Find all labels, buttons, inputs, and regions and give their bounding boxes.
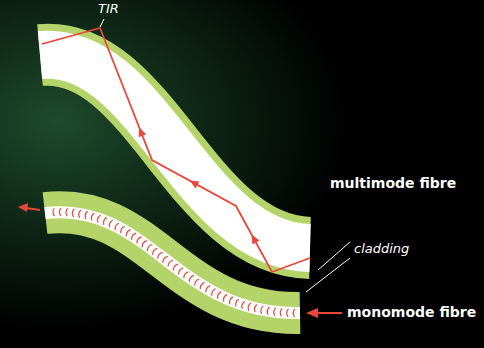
wave-mark — [247, 303, 251, 311]
wave-mark — [188, 275, 194, 282]
wave-mark — [84, 211, 87, 219]
wave-mark — [235, 299, 239, 307]
wave-mark — [130, 232, 136, 240]
wave-mark — [53, 208, 55, 216]
wave-mark — [102, 217, 106, 225]
cladding-leader — [306, 258, 350, 292]
wave-mark — [90, 213, 94, 221]
wave-mark — [228, 296, 232, 304]
wave-mark — [136, 236, 142, 243]
wave-mark — [72, 209, 74, 217]
part-label: cladding — [354, 242, 409, 256]
ray-arrowhead — [135, 126, 146, 137]
wave-mark — [254, 304, 257, 312]
output-arrow — [26, 208, 40, 210]
wave-mark — [199, 282, 204, 290]
light-wave — [53, 208, 295, 317]
wave-mark — [260, 306, 263, 314]
wave-mark — [162, 255, 168, 262]
wave-mark — [177, 267, 183, 274]
wave-mark — [167, 259, 173, 266]
fibre-type-label: monomode fibre — [347, 305, 476, 320]
wave-mark — [59, 208, 61, 216]
wave-mark — [66, 208, 68, 216]
output-arrowhead — [18, 203, 28, 212]
wave-mark — [205, 285, 210, 293]
fibre-type-label: multimode fibre — [330, 176, 456, 191]
wave-mark — [157, 251, 163, 258]
wave-mark — [293, 309, 295, 317]
wave-mark — [280, 308, 282, 316]
cladding-leader — [318, 242, 350, 270]
monomode-core — [45, 212, 300, 313]
wave-mark — [267, 307, 270, 315]
ray-arrowhead — [188, 177, 200, 188]
input-arrow — [318, 312, 342, 314]
tir-label: TIR — [98, 2, 119, 16]
ray-arrowhead — [248, 233, 259, 245]
wave-mark — [172, 263, 178, 270]
wave-mark — [78, 210, 81, 218]
wave-mark — [210, 288, 215, 296]
wave-mark — [96, 214, 100, 222]
wave-mark — [125, 229, 130, 237]
wave-mark — [222, 294, 227, 302]
wave-mark — [216, 291, 221, 299]
wave-mark — [273, 308, 275, 316]
wave-mark — [108, 219, 113, 227]
input-arrowhead — [306, 308, 318, 318]
wave-mark — [183, 271, 189, 278]
wave-mark — [114, 222, 119, 230]
wave-mark — [151, 248, 157, 255]
wave-mark — [119, 225, 124, 233]
monomode-cladding — [45, 212, 300, 313]
ray-arrows — [135, 126, 259, 245]
wave-mark — [193, 278, 199, 286]
wave-mark — [287, 309, 289, 317]
wave-mark — [141, 240, 147, 247]
wave-mark — [241, 301, 245, 309]
wave-mark — [146, 244, 152, 251]
tir-leader — [100, 19, 104, 27]
